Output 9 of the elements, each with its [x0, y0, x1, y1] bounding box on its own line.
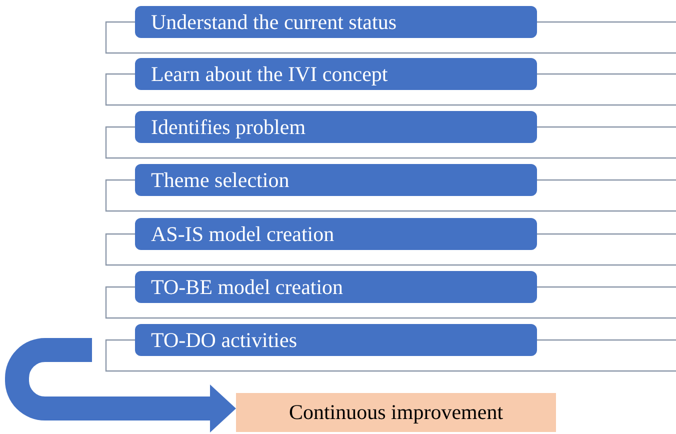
- step-box: Learn about the IVI concept: [135, 58, 537, 90]
- step-box: TO-BE model creation: [135, 271, 537, 303]
- step-box: Identifies problem: [135, 111, 537, 143]
- u-turn-arrow: [5, 338, 236, 432]
- result-box: Continuous improvement: [236, 393, 556, 432]
- step-box: Theme selection: [135, 164, 537, 196]
- step-box: AS-IS model creation: [135, 218, 537, 250]
- step-box: TO-DO activities: [135, 324, 537, 356]
- step-box: Understand the current status: [135, 6, 537, 38]
